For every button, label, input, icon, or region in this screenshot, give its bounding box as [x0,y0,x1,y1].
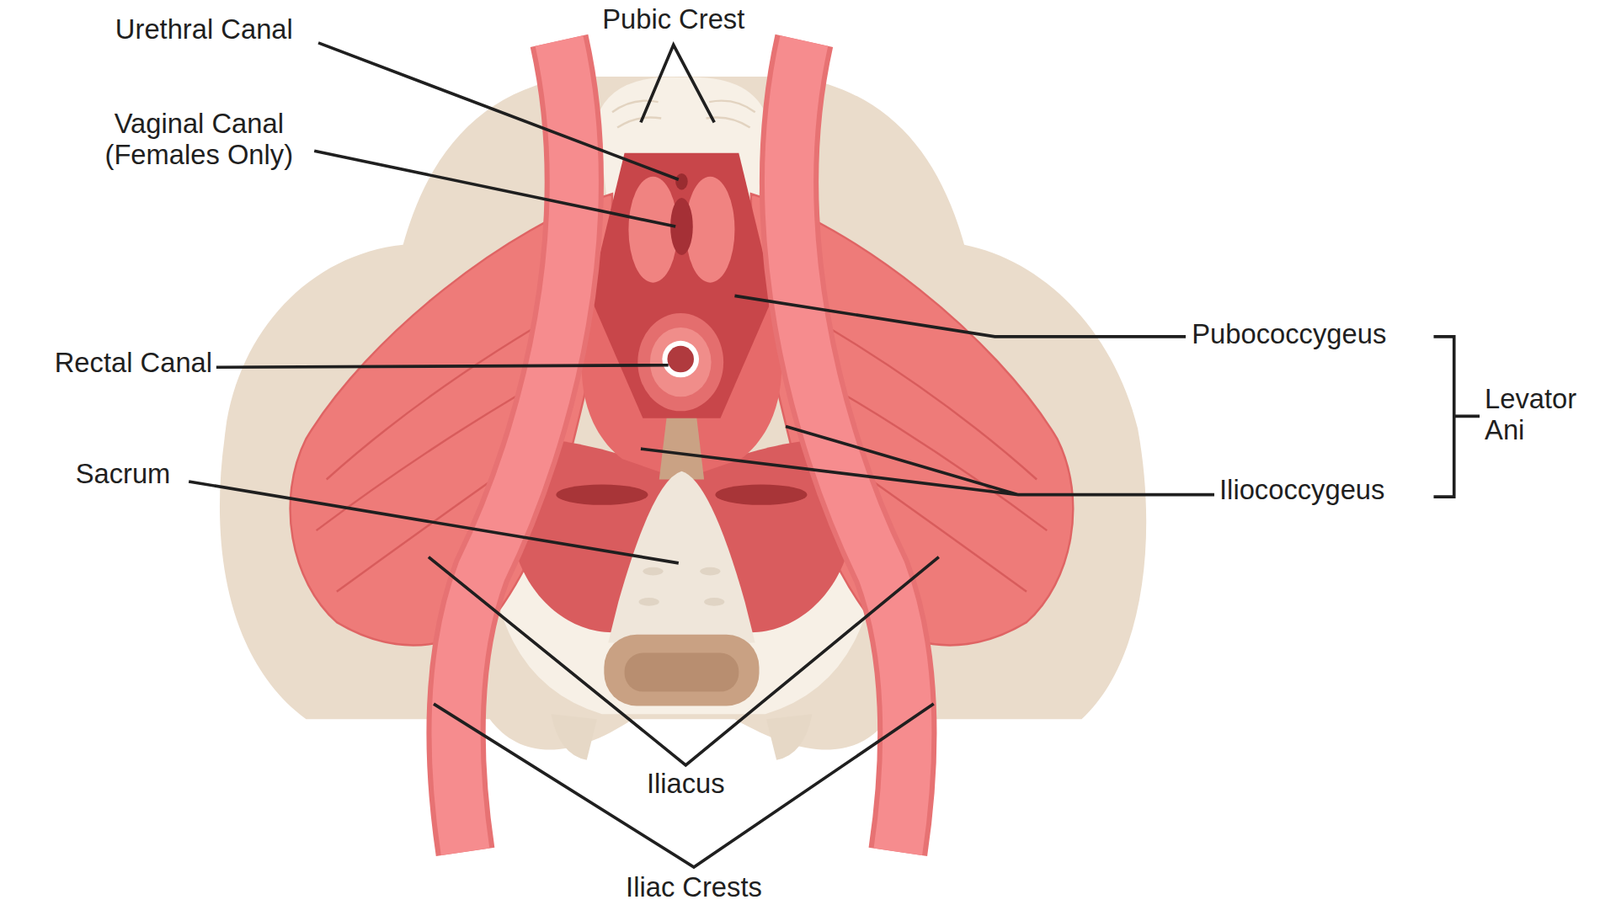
pelvis-bone [219,76,1147,751]
urethral-opening [675,173,688,190]
part-label: Pubococcygeus [1191,319,1437,352]
muscle-shadow [555,485,648,506]
anal-sphincter [650,327,712,397]
anal-sphincter [637,313,724,411]
pubococcygeus-muscle [589,153,774,419]
muscle-shadow [714,485,807,506]
bone-process [766,714,813,761]
rectal-opening [661,341,699,379]
part-label: Iliac Crests [592,872,796,905]
part-label: Rectal Canal [10,347,213,380]
sacral-foramina [639,567,726,607]
sacrum-bone [608,471,755,644]
vertebral-body [603,634,759,707]
vertebral-body [624,653,740,693]
labial-tissue [628,176,678,283]
part-label: Vaginal Canal (Females Only) [76,107,322,171]
part-label: Iliacus [612,768,759,800]
bone-process [550,714,598,761]
part-label: Urethral Canal [81,14,327,47]
labial-tissue [685,176,735,283]
part-label: Levator Ani [1484,384,1597,448]
part-label: Pubic Crest [571,4,776,37]
part-label: Iliococcygeus [1219,474,1445,507]
rectal-opening [666,346,694,374]
part-label: Sacrum [58,458,187,491]
bone-texture [612,101,756,128]
leader-lines [188,42,1480,868]
